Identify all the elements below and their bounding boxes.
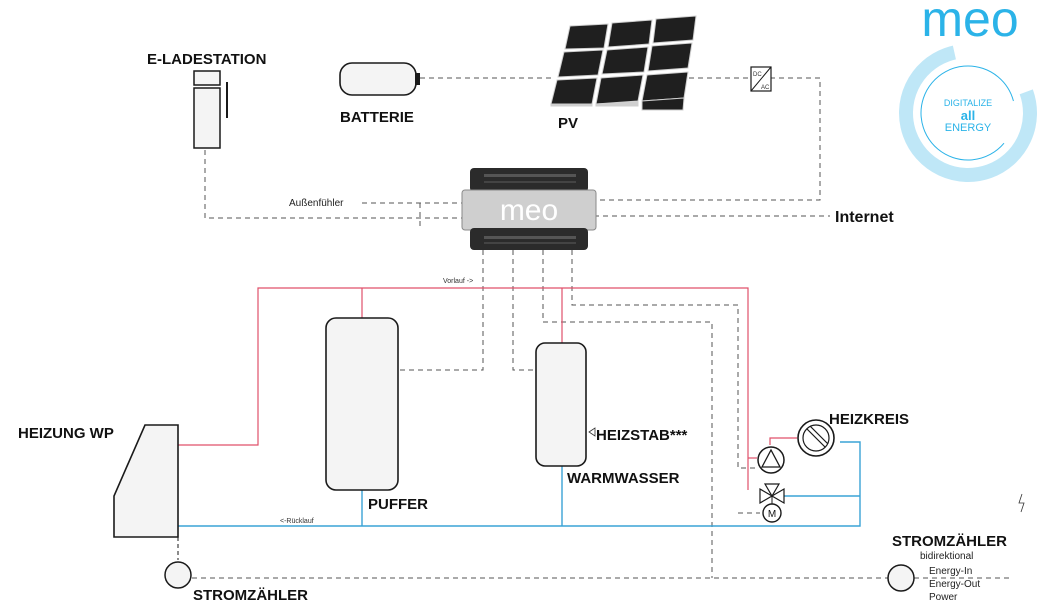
heizstab-marker-icon xyxy=(588,427,596,437)
return-line-main xyxy=(178,441,861,527)
puffer-label: PUFFER xyxy=(368,496,428,513)
heizkreis-icon xyxy=(797,419,835,457)
supply-line-main xyxy=(178,287,749,490)
mixing-valve-icon xyxy=(759,483,785,505)
pv-label: PV xyxy=(558,115,578,132)
lightning-icon xyxy=(1018,493,1025,513)
stromzaehler-left-label: STROMZÄHLER xyxy=(193,587,308,604)
power-label: Power xyxy=(929,592,958,603)
logo-tagline-1: DIGITALIZE xyxy=(944,98,992,108)
signal-line-stromzaehler xyxy=(542,250,713,578)
inverter-dc: DC xyxy=(753,72,762,78)
warmwasser-tank xyxy=(535,342,587,467)
energy-out-label: Energy-Out xyxy=(929,579,980,590)
pv-panels xyxy=(550,15,697,111)
inverter-ac: AC xyxy=(761,85,770,91)
stromzaehler-left-icon xyxy=(164,561,192,589)
motor-letter: M xyxy=(768,509,776,520)
batterie xyxy=(339,62,420,96)
pump-icon xyxy=(757,446,785,474)
e-ladestation xyxy=(193,70,228,149)
vorlauf-label: Vorlauf -> xyxy=(443,278,473,285)
inverter-icon: DC AC xyxy=(750,66,772,92)
signal-line-warmwasser xyxy=(512,250,535,371)
bidirektional-label: bidirektional xyxy=(920,551,973,562)
heizstab-label: HEIZSTAB*** xyxy=(596,427,688,444)
internet-label: Internet xyxy=(835,209,894,226)
signal-line-puffer xyxy=(400,250,484,371)
meo-controller: meo xyxy=(461,168,597,250)
signal-line-pumpe xyxy=(571,250,756,469)
warmwasser-label: WARMWASSER xyxy=(567,470,680,487)
controller-brand: meo xyxy=(500,194,558,227)
aussenfuehler-label: Außenfühler xyxy=(289,198,344,209)
logo-tagline-3: ENERGY xyxy=(945,122,992,134)
logo-brand: meo xyxy=(921,0,1018,47)
signal-line-pv xyxy=(594,77,821,201)
e-ladestation-label: E-LADESTATION xyxy=(147,51,266,68)
heizung-wp xyxy=(113,424,179,560)
motor-icon: M xyxy=(762,496,782,523)
heizkreis-label: HEIZKREIS xyxy=(829,411,909,428)
meo-logo: meo DIGITALIZE all ENERGY xyxy=(899,0,1037,182)
signal-lines xyxy=(192,77,1012,579)
energy-in-label: Energy-In xyxy=(929,566,972,577)
logo-tagline-2: all xyxy=(961,108,975,123)
signal-line-ladestation xyxy=(204,150,462,219)
stromzaehler-right-label: STROMZÄHLER xyxy=(892,533,1007,550)
heizung-wp-label: HEIZUNG WP xyxy=(18,425,114,442)
batterie-label: BATTERIE xyxy=(340,109,414,126)
ruecklauf-label: <-Rücklauf xyxy=(280,518,314,525)
puffer-tank xyxy=(325,317,399,491)
return-lines xyxy=(178,441,861,527)
supply-lines xyxy=(178,287,797,490)
supply-line-heizkreis xyxy=(769,437,797,445)
stromzaehler-right-icon xyxy=(887,564,915,592)
